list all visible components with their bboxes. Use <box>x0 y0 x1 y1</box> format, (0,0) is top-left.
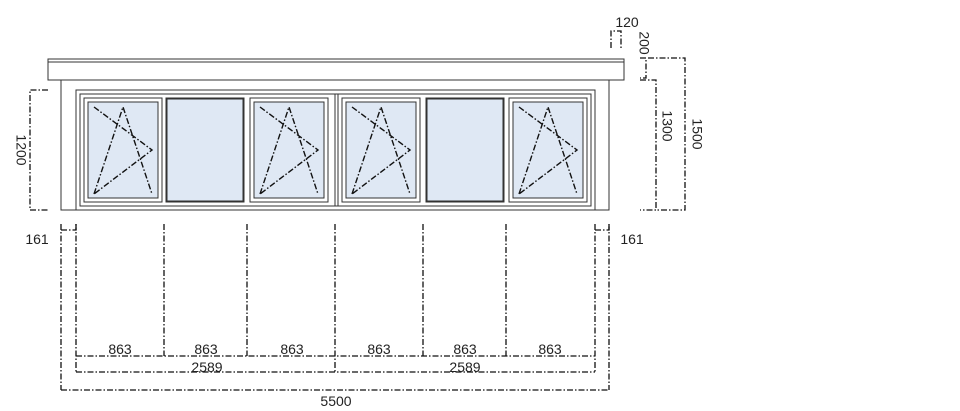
dim-total-width-label: 5500 <box>320 393 351 409</box>
dim-side-right-line <box>595 224 610 231</box>
dim-side-right-label: 161 <box>620 231 644 247</box>
operable-sash-glass <box>512 101 584 199</box>
dim-panel-width-label: 863 <box>538 341 562 357</box>
dim-frame-height-label: 1300 <box>659 110 675 141</box>
fixed-glass <box>426 98 504 202</box>
dim-panel-width-label: 863 <box>453 341 477 357</box>
operable-sash-glass <box>87 101 159 199</box>
dim-total-height-line <box>648 57 686 211</box>
dim-window-height-line <box>29 89 48 211</box>
dim-group-width-label: 2589 <box>449 359 480 375</box>
dim-top-offset-line <box>610 30 622 48</box>
operable-sash-glass <box>253 101 325 199</box>
dim-panel-width-label: 863 <box>280 341 304 357</box>
dim-panel-width-label: 863 <box>194 341 218 357</box>
panel-width-labels: 863 863 863 863 863 863 <box>108 341 562 357</box>
dim-window-height-label: 1200 <box>13 134 29 165</box>
dim-side-left-line <box>61 224 77 231</box>
dim-total-height-label: 1500 <box>689 118 705 149</box>
operable-sash-glass <box>345 101 417 199</box>
dim-side-left-label: 161 <box>25 231 49 247</box>
dim-panel-width-label: 863 <box>108 341 132 357</box>
dim-top-rise-label: 200 <box>636 31 652 55</box>
dim-frame-height-line <box>640 79 657 211</box>
tilt-turn-opening-symbol <box>259 104 320 195</box>
dimension-lines <box>29 30 686 391</box>
dim-panel-width-label: 863 <box>367 341 391 357</box>
dim-top-rise-line <box>640 57 647 79</box>
window-panels <box>83 97 588 203</box>
tilt-turn-opening-symbol <box>518 104 579 195</box>
tilt-turn-opening-symbol <box>351 104 412 195</box>
dim-group-width-label: 2589 <box>191 359 222 375</box>
tilt-turn-opening-symbol <box>93 104 154 195</box>
dim-top-offset-label: 120 <box>615 14 639 30</box>
fixed-glass <box>166 98 244 202</box>
